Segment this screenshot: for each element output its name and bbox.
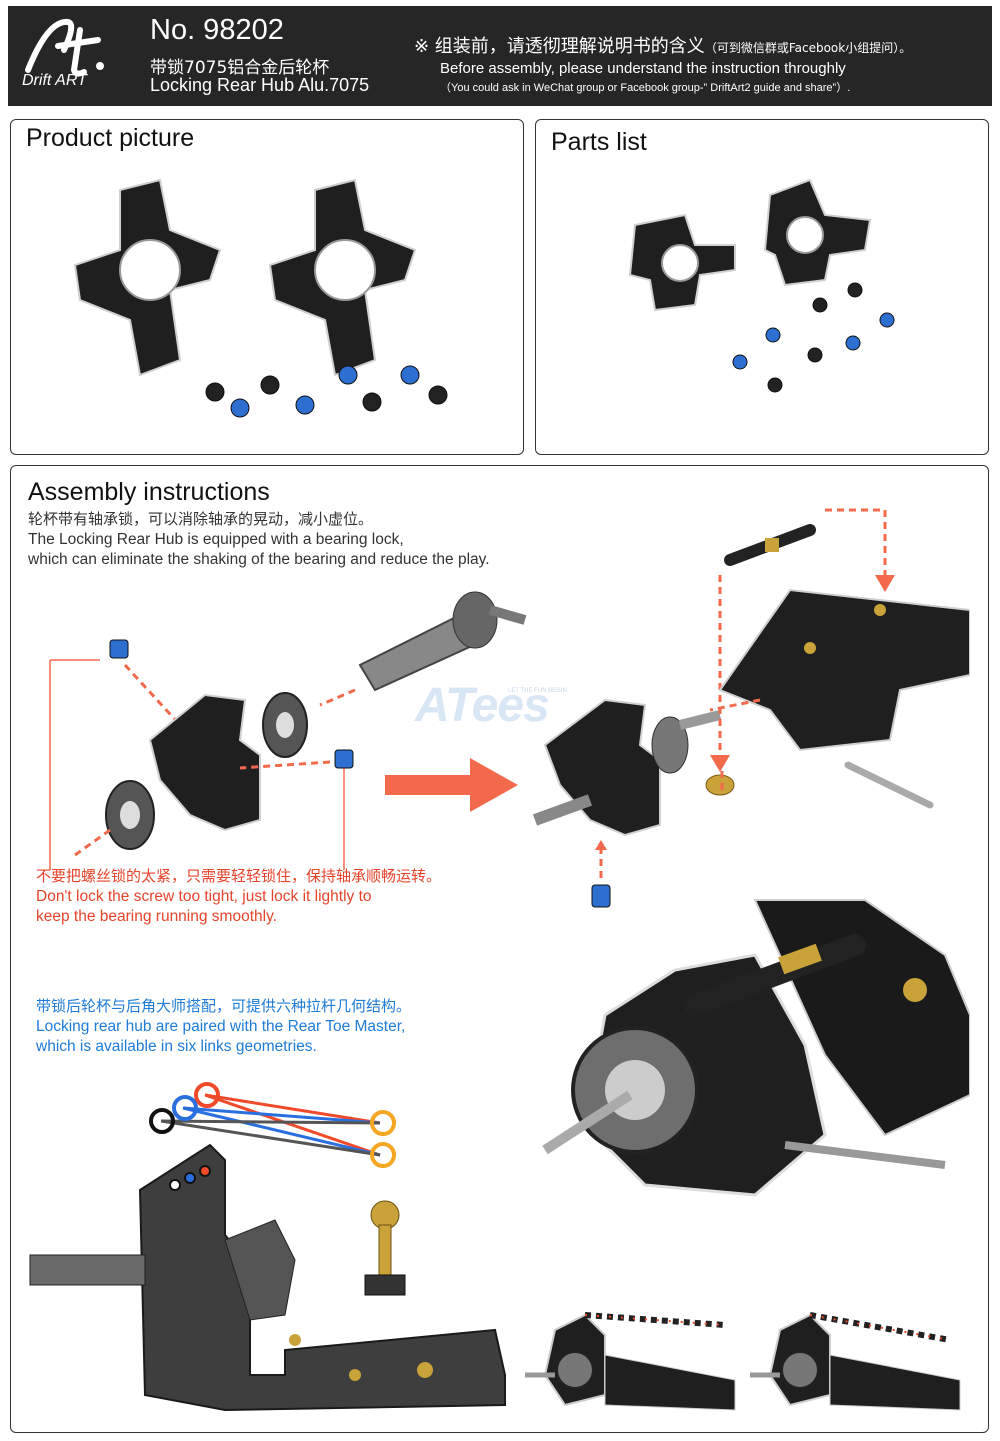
header-bar <box>8 6 992 106</box>
axle <box>29 1254 146 1286</box>
assembly-note-cn: ※ 组装前，请透彻理解说明书的含义（可到微信群或Facebook小组提问）。 <box>414 32 911 58</box>
logo-text: Drift ART <box>22 72 87 89</box>
closeup-render <box>542 899 970 1197</box>
link-black <box>160 1119 381 1125</box>
assembly-note-en: Before assembly, please understand the i… <box>440 60 846 77</box>
product-name-en: Locking Rear Hub Alu.7075 <box>150 75 370 95</box>
parts-photo <box>628 178 895 393</box>
pairing-note-en-line2: which is available in six links geometri… <box>36 1038 317 1055</box>
product-picture-title: Product picture <box>26 124 195 152</box>
warning-en-line2: keep the bearing running smoothly. <box>36 908 277 925</box>
grub-screw-icon <box>591 884 611 908</box>
assembly-note-cn-main: ※ 组装前，请透彻理解说明书的含义 <box>414 36 705 57</box>
hub-right <box>268 178 417 377</box>
warning-cn: 不要把螺丝锁的太紧，只需要轻轻锁住，保持轴承顺畅运转。 <box>36 868 442 885</box>
grub-screws <box>205 365 448 418</box>
hub-left <box>73 178 222 377</box>
assembly-desc-cn: 轮杯带有轴承锁，可以消除轴承的晃动，减小虚位。 <box>28 511 374 528</box>
model-number: No. 98202 <box>150 14 284 46</box>
rear-hub <box>148 693 261 832</box>
geometry-example-2 <box>750 1312 961 1411</box>
hinge-pin <box>844 761 934 809</box>
watermark-tagline: LET THE FUN BEGIN <box>508 688 567 694</box>
grub-screw-icon <box>109 639 129 659</box>
part-grub-screws <box>732 282 895 393</box>
assembly-desc-en-line2: which can eliminate the shaking of the b… <box>28 551 490 568</box>
assembly-instructions-title: Assembly instructions <box>28 478 270 506</box>
pairing-note-cn: 带锁后轮杯与后角大师搭配，可提供六种拉杆几何结构。 <box>36 998 412 1015</box>
link-geometry-diagram <box>29 1082 506 1412</box>
assembly-note-cn-sub: （可到微信群或Facebook小组提问）。 <box>704 41 912 55</box>
geometry-hub-arm <box>138 1143 506 1412</box>
assembly-step-arrow-icon <box>385 758 518 812</box>
grub-screw-icon <box>334 749 354 769</box>
link-blue <box>182 1106 381 1125</box>
geometry-example-1 <box>525 1312 736 1411</box>
assembly-desc-en-line1: The Locking Rear Hub is equipped with a … <box>28 531 404 548</box>
rear-toe-master-arm <box>718 588 970 752</box>
parts-list-panel <box>535 119 989 455</box>
product-name-cn: 带锁7075铝合金后轮杯 <box>150 58 330 78</box>
pairing-note-en-line1: Locking rear hub are paired with the Rea… <box>36 1018 406 1035</box>
exploded-assembly-diagram <box>49 508 970 908</box>
part-hub-pair <box>628 178 872 312</box>
warning-en-line1: Don't lock the screw too tight, just loc… <box>36 888 372 905</box>
product-photo-hubs <box>73 178 448 418</box>
ateees-watermark: ATees <box>415 679 550 732</box>
closeup-link <box>684 934 866 1016</box>
drift-art-logo-icon <box>25 18 104 77</box>
assembly-note-en-sub: （You could ask in WeChat group or Facebo… <box>440 82 851 94</box>
parts-list-title: Parts list <box>551 128 647 156</box>
